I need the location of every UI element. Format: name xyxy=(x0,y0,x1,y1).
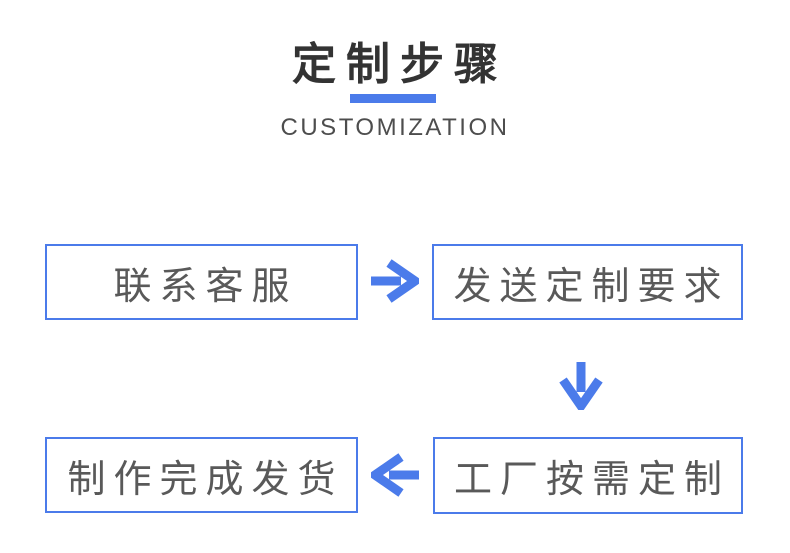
page-title: 定制步骤 xyxy=(292,40,508,89)
step-label: 制作完成发货 xyxy=(67,458,344,501)
arrow-down-icon xyxy=(559,360,603,410)
step-box-finish-ship: 制作完成发货 xyxy=(45,437,358,513)
step-box-factory-customize: 工厂按需定制 xyxy=(433,437,743,514)
step-label: 发送定制要求 xyxy=(453,265,730,308)
arrow-left-icon xyxy=(371,453,421,497)
arrow-right-icon xyxy=(369,259,419,303)
step-label: 工厂按需定制 xyxy=(453,459,730,501)
step-label: 联系客服 xyxy=(113,265,298,308)
page-subtitle: CUSTOMIZATION xyxy=(280,114,510,141)
step-box-contact-service: 联系客服 xyxy=(45,244,358,320)
title-divider xyxy=(350,94,436,103)
step-box-send-requirements: 发送定制要求 xyxy=(432,244,743,320)
